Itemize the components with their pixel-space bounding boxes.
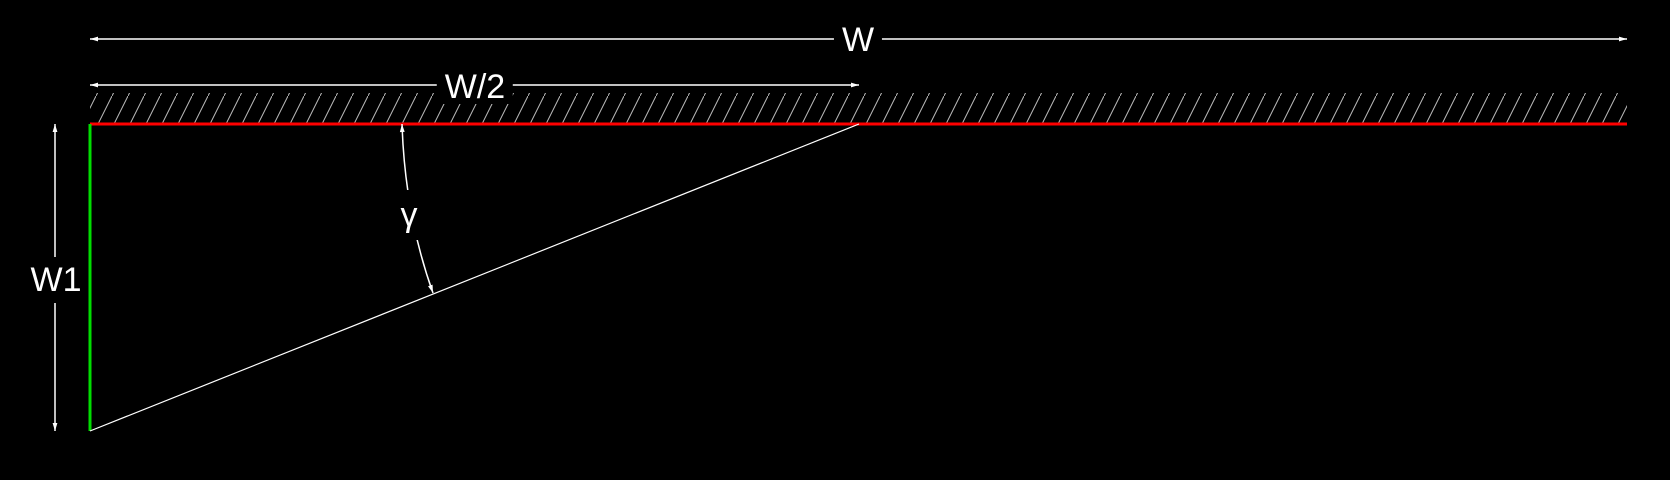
hatched-wall — [90, 93, 1627, 124]
label-w1: W1 — [30, 257, 82, 303]
hypotenuse-line — [89, 123, 860, 432]
label-w: W — [833, 23, 883, 57]
label-gamma: γ — [398, 190, 420, 240]
label-w-half: W/2 — [436, 70, 514, 104]
